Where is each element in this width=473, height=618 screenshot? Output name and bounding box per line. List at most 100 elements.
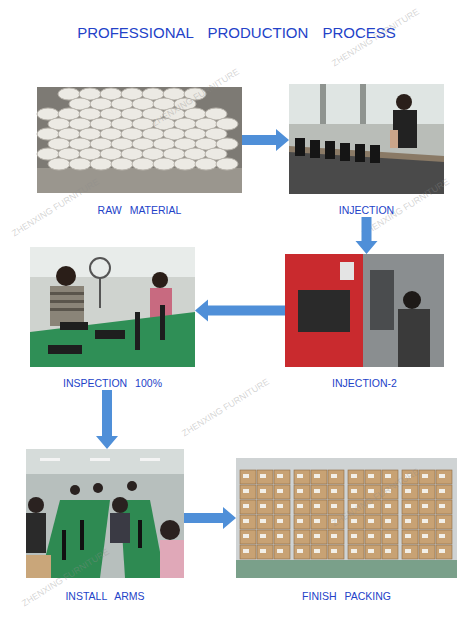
- carton-label: [260, 534, 266, 538]
- carton: [311, 485, 327, 499]
- install-arms-photo-part: [80, 520, 84, 550]
- sack: [48, 158, 70, 170]
- inspection-photo-part: [50, 292, 84, 295]
- injection-2-photo: [285, 254, 444, 367]
- carton: [294, 500, 310, 514]
- install-arms-photo-part: [62, 530, 66, 560]
- install-arms-photo-part: [93, 483, 103, 493]
- install-arms-photo-part: [140, 458, 160, 461]
- carton-label: [331, 504, 337, 508]
- carton-label: [297, 549, 303, 553]
- carton-label: [314, 549, 320, 553]
- carton-label: [243, 549, 249, 553]
- carton-label: [314, 489, 320, 493]
- injection-photo-part: [370, 145, 380, 163]
- carton-label: [439, 489, 445, 493]
- sack: [69, 158, 91, 170]
- carton-label: [385, 504, 391, 508]
- inspection-photo: [30, 247, 195, 367]
- carton-label: [368, 549, 374, 553]
- injection-photo-part: [360, 84, 366, 124]
- injection-2-photo-part: [403, 291, 421, 309]
- carton: [257, 530, 273, 544]
- carton-label: [260, 504, 266, 508]
- raw-material-photo: [37, 87, 242, 193]
- carton-label: [368, 534, 374, 538]
- install-arms-photo-part: [26, 513, 46, 553]
- carton: [436, 515, 452, 529]
- carton-label: [314, 474, 320, 478]
- injection-photo-part: [310, 140, 320, 158]
- carton: [328, 485, 344, 499]
- carton: [257, 515, 273, 529]
- inspection-photo-part: [135, 312, 140, 350]
- carton: [328, 470, 344, 484]
- sack: [153, 158, 175, 170]
- injection-photo-part: [289, 84, 444, 194]
- carton: [257, 485, 273, 499]
- carton: [311, 530, 327, 544]
- carton-label: [277, 504, 283, 508]
- carton-label: [260, 474, 266, 478]
- carton: [365, 530, 381, 544]
- carton: [274, 470, 290, 484]
- carton-label: [297, 534, 303, 538]
- inspection-photo-part: [160, 305, 165, 340]
- carton: [382, 515, 398, 529]
- carton: [294, 470, 310, 484]
- carton: [240, 470, 256, 484]
- injection-photo-part: [355, 144, 365, 162]
- inspection-photo-part: [30, 247, 195, 277]
- inspection-photo-part: [30, 312, 195, 367]
- raw-material-photo-part: [37, 168, 242, 193]
- carton-label: [297, 489, 303, 493]
- injection-photo-part: [396, 94, 412, 110]
- carton: [382, 545, 398, 559]
- sack: [216, 158, 238, 170]
- carton: [240, 515, 256, 529]
- carton: [311, 500, 327, 514]
- carton: [382, 530, 398, 544]
- carton: [419, 500, 435, 514]
- carton-label: [331, 489, 337, 493]
- carton: [240, 545, 256, 559]
- install-arms-photo-part: [70, 485, 80, 495]
- carton: [274, 530, 290, 544]
- carton: [348, 545, 364, 559]
- inspection-photo-part: [60, 322, 88, 330]
- carton-label: [385, 474, 391, 478]
- install-arms-photo-part: [138, 520, 142, 548]
- carton: [311, 545, 327, 559]
- step-caption: INSPECTION 100%: [0, 376, 225, 390]
- injection-2-photo-part: [363, 254, 444, 367]
- sack: [90, 158, 112, 170]
- carton: [402, 515, 418, 529]
- carton-label: [277, 489, 283, 493]
- carton-label: [243, 504, 249, 508]
- carton: [402, 485, 418, 499]
- carton: [240, 530, 256, 544]
- carton: [311, 515, 327, 529]
- sack: [174, 158, 196, 170]
- carton-label: [260, 549, 266, 553]
- carton-label: [385, 534, 391, 538]
- injection-photo-part: [289, 84, 444, 124]
- carton: [274, 515, 290, 529]
- carton-label: [331, 534, 337, 538]
- carton-label: [351, 519, 357, 523]
- injection-photo-part: [325, 141, 335, 159]
- carton: [402, 545, 418, 559]
- carton-label: [422, 519, 428, 523]
- sack: [111, 158, 133, 170]
- install-arms-photo-part: [28, 497, 44, 513]
- process-step: INSPECTION 100%: [30, 247, 195, 390]
- carton: [365, 545, 381, 559]
- carton-label: [368, 474, 374, 478]
- watermark: ZHENXING FURNITURE: [330, 466, 421, 528]
- install-arms-photo-part: [26, 555, 51, 578]
- carton-label: [277, 534, 283, 538]
- injection-photo-part: [320, 84, 326, 124]
- carton-label: [385, 519, 391, 523]
- flow-arrow: [96, 390, 118, 449]
